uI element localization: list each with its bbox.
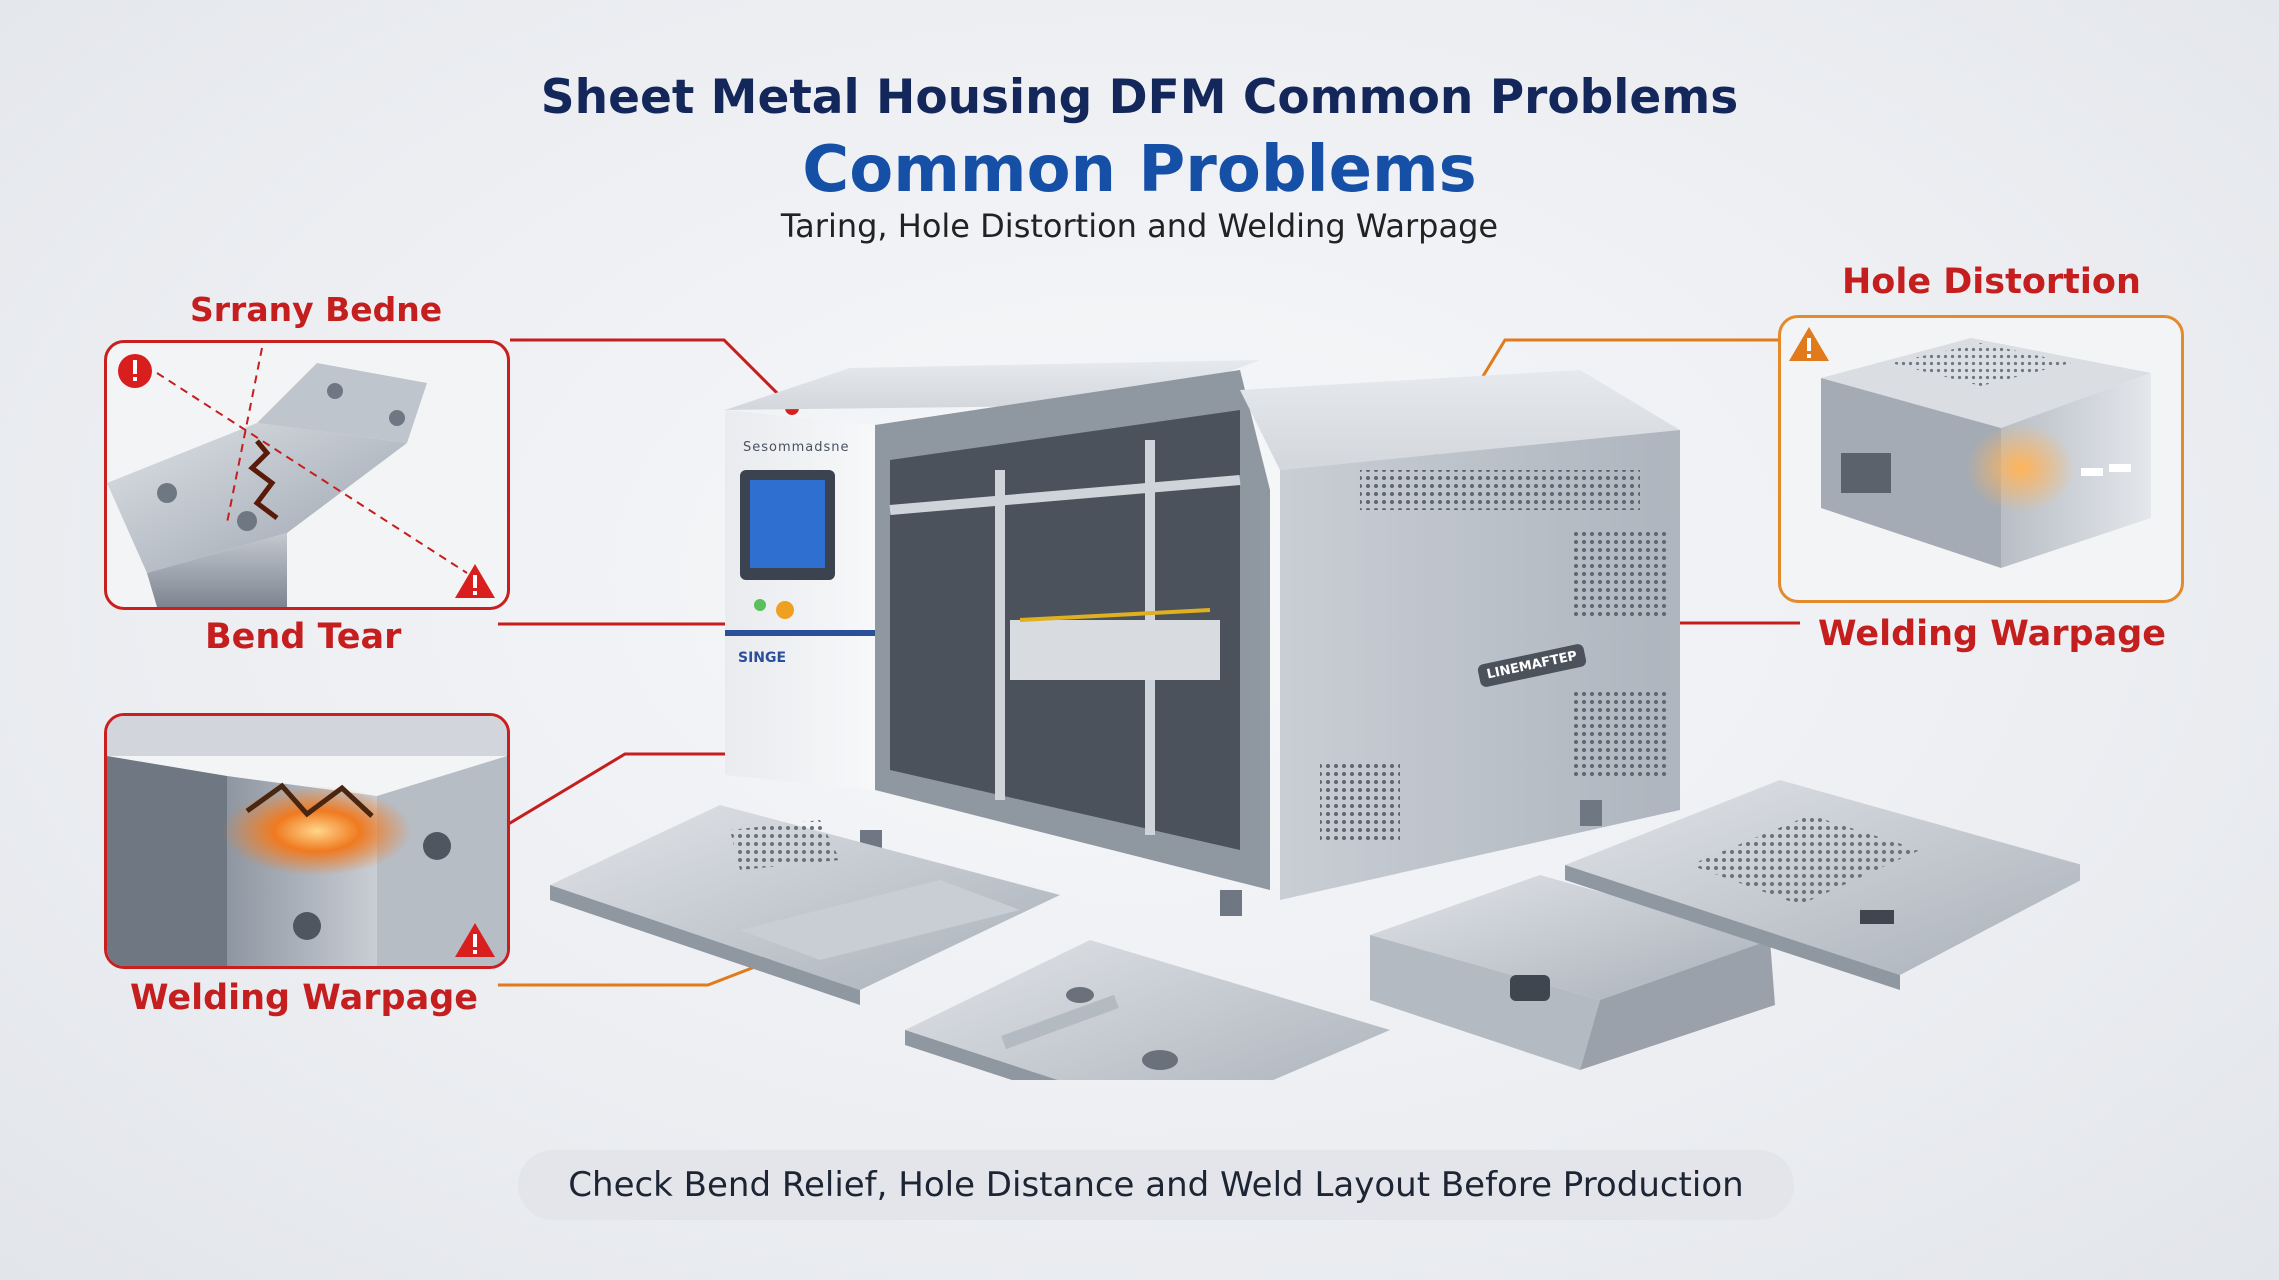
page-subtitle: Taring, Hole Distortion and Welding Warp… <box>780 207 1499 245</box>
callout-hole-distortion: Hole Distortion <box>1842 262 2141 302</box>
footer-banner: Check Bend Relief, Hole Distance and Wel… <box>518 1150 1794 1220</box>
warning-triangle-orange-icon <box>1789 327 1829 361</box>
hole-distortion-panel <box>1778 315 2184 603</box>
callout-welding-warpage-left: Welding Warpage <box>130 978 479 1018</box>
error-circle-icon <box>118 354 152 388</box>
callout-welding-warpage-right: Welding Warpage <box>1818 614 2167 654</box>
machine-front-brand: Sesommadsne <box>743 440 850 455</box>
welding-warpage-panel-left <box>104 713 510 969</box>
page-title: Sheet Metal Housing DFM Common Problems <box>540 70 1739 125</box>
callout-bend-tear: Bend Tear <box>205 617 402 657</box>
page-title-emphasis: Common Problems <box>802 133 1477 207</box>
sheet-metal-housing-illustration <box>725 360 1680 916</box>
bend-tear-panel <box>104 340 510 610</box>
warning-triangle-icon <box>455 564 495 598</box>
loose-sheet-metal-parts <box>550 780 2080 1080</box>
warning-triangle-icon <box>455 923 495 957</box>
machine-panel-badge: SINGE <box>738 650 787 666</box>
callout-heading-top-left: Srrany Bedne <box>190 290 443 329</box>
